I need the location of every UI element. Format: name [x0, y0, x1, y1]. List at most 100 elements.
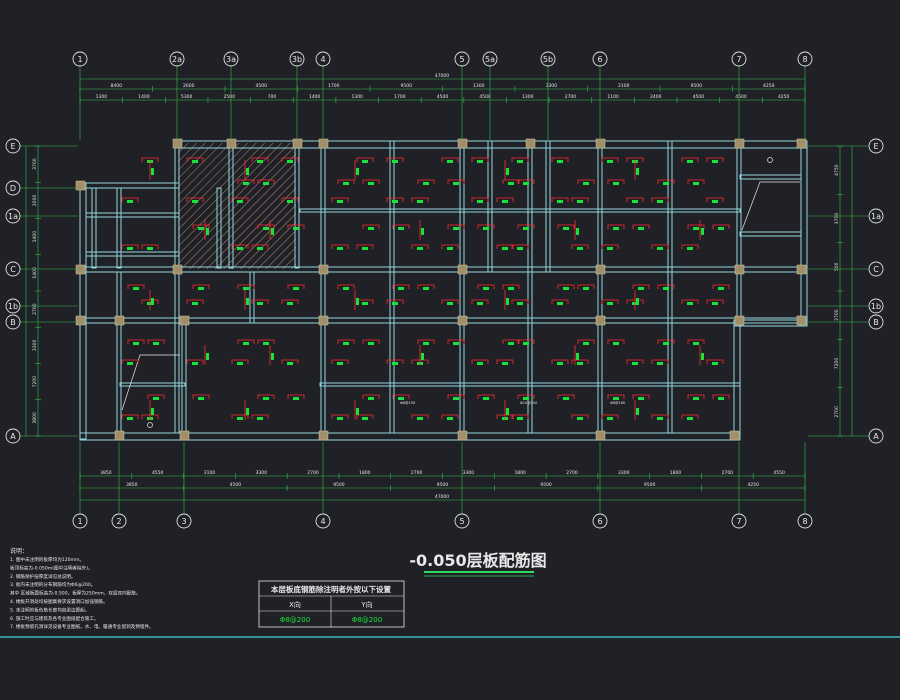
bottom-grid-label: 1: [77, 517, 82, 526]
rebar-top-bar: [651, 197, 669, 202]
rebar-top-bar: [417, 339, 435, 344]
note-line: 2. 钢筋保护层厚度详见总说明。: [10, 573, 76, 580]
rebar-top-bar: [386, 197, 404, 202]
bottom-dim-row1-label: 3100: [204, 470, 216, 476]
rebar-tag: [563, 227, 569, 230]
rebar-top-bar: [281, 359, 299, 364]
column: [796, 264, 807, 275]
rebar-top-bar: [141, 157, 159, 162]
rebar-tag: [657, 362, 663, 365]
rebar-top-bar: [186, 157, 204, 162]
rebar-tag: [293, 397, 299, 400]
rebar-top-bar: [657, 339, 675, 344]
top-grid-label: 3a: [226, 55, 236, 64]
rebar-top-bar: [337, 179, 355, 184]
rebar-tag: [693, 227, 699, 230]
rebar-tag: [153, 397, 159, 400]
rebar-top-bar: [571, 414, 589, 419]
left-grid-label: C: [10, 265, 16, 274]
rebar-top-bar: [386, 157, 404, 162]
column: [525, 138, 536, 149]
top-grid-label: 5: [459, 55, 464, 64]
column: [457, 138, 468, 149]
top-grid-bubble: [540, 51, 556, 67]
top-dim-row2-label: 1300: [522, 94, 534, 100]
rebar-top-bar: [186, 359, 204, 364]
left-wall: [79, 182, 87, 440]
top-dim-row2-label: 1700: [394, 94, 406, 100]
right-dim-label: 2700: [834, 406, 840, 418]
rebar-top-bar: [441, 299, 459, 304]
rebar-tag: [343, 342, 349, 345]
left-dim-label: 2000: [32, 195, 38, 207]
rebar-top-bar: [551, 157, 569, 162]
right-grid-label: 1a: [871, 212, 881, 221]
rebar-tag: [392, 302, 398, 305]
rebar-tag: [693, 182, 699, 185]
rebar-top-bar: [231, 197, 249, 202]
rebar-top-bar: [577, 339, 595, 344]
bottom-dim-row1-label: 1800: [514, 470, 526, 476]
top-grid-label: 2a: [172, 55, 182, 64]
bottom-dim-row1-label: 3300: [256, 470, 268, 476]
rebar-vertical-tag: [271, 228, 274, 235]
rebar-vertical-tag: [356, 298, 359, 305]
rebar-tag: [362, 160, 368, 163]
left-dim-label: 3300: [32, 340, 38, 352]
table-frame: [258, 580, 405, 628]
bottom-wall: [79, 432, 741, 441]
rebar-tag: [423, 182, 429, 185]
top-grid-bubble: [169, 51, 185, 67]
rebar-top-bar: [362, 394, 380, 399]
rebar-tag: [502, 362, 508, 365]
rebar-tag: [417, 417, 423, 420]
rebar-top-bar: [657, 179, 675, 184]
column: [226, 138, 237, 149]
left-grid-bubble: [5, 138, 21, 154]
top-dim-row1-label: 9500: [691, 83, 703, 89]
rebar-top-bar: [477, 394, 495, 399]
beam-left-mid: [85, 251, 180, 257]
rebar-top-bar: [626, 157, 644, 162]
right-grid-label: C: [873, 265, 879, 274]
rebar-top-bar: [121, 414, 139, 419]
rebar-tag: [453, 342, 459, 345]
rebar-top-bar: [577, 179, 595, 184]
rebar-top-bar: [706, 299, 724, 304]
bottom-dim-row1-label: 3300: [618, 470, 630, 476]
vertical-beam: [487, 140, 493, 273]
rebar-top-bar: [121, 197, 139, 202]
rebar-top-bar: [231, 414, 249, 419]
rebar-top-bar: [237, 179, 255, 184]
bottom-grid-bubble: [111, 513, 127, 529]
rebar-tag: [607, 160, 613, 163]
bottom-dim-row2-label: 9500: [333, 482, 345, 488]
rebar-vertical-tag: [701, 228, 704, 235]
rebar-top-bar: [186, 299, 204, 304]
bottom-grid-bubble: [315, 513, 331, 529]
rebar-top-bar: [601, 244, 619, 249]
rebar-tag: [517, 160, 523, 163]
rebar-top-bar: [356, 157, 374, 162]
rebar-tag: [133, 342, 139, 345]
right-dim-label: 500: [834, 262, 840, 271]
rebar-top-bar: [502, 339, 520, 344]
top-dim-row2-label: 4250: [778, 94, 790, 100]
rebar-tag: [607, 247, 613, 250]
rebar-tag: [343, 287, 349, 290]
right-grid-bubble: [868, 261, 884, 277]
rebar-top-bar: [251, 299, 269, 304]
rebar-vertical-tag: [271, 353, 274, 360]
left-grid-bubble: [5, 261, 21, 277]
rebar-tag: [638, 227, 644, 230]
column: [796, 315, 807, 326]
bottom-dim-row1-label: 2700: [722, 470, 734, 476]
rebar-top-bar: [471, 197, 489, 202]
rebar-top-bar: [502, 284, 520, 289]
beam-right-top: [739, 174, 802, 180]
rebar-top-bar: [651, 359, 669, 364]
rebar-tag: [477, 362, 483, 365]
left-grid-label: 1a: [8, 212, 18, 221]
rebar-top-bar: [557, 284, 575, 289]
rebar-top-bar: [186, 197, 204, 202]
